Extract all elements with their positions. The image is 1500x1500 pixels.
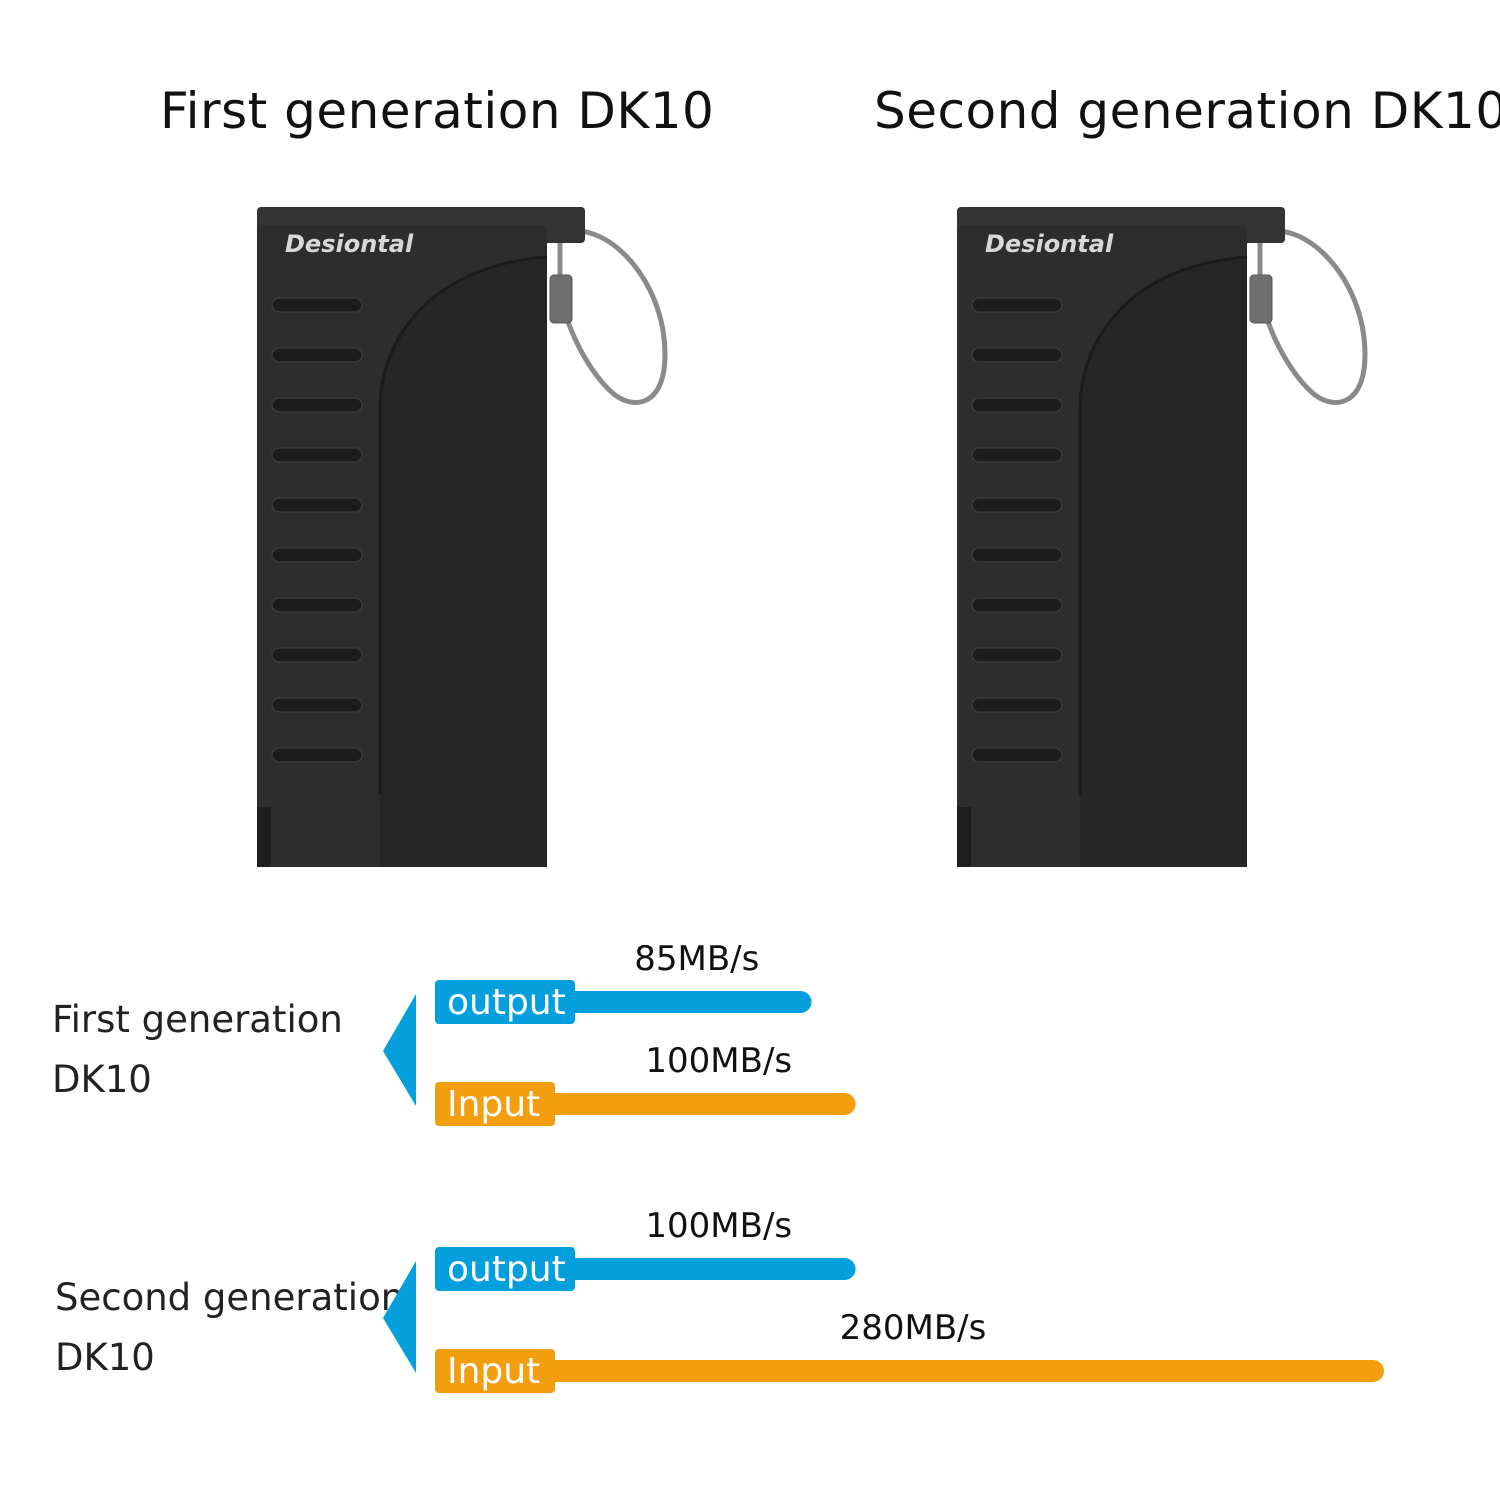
- data-label: 100MB/s: [645, 1206, 792, 1246]
- vent-slots: [971, 297, 1063, 763]
- series-label: Input: [447, 1084, 540, 1125]
- group-label-line: DK10: [52, 1058, 152, 1101]
- carabiner-icon: [549, 228, 668, 405]
- series-label: Input: [447, 1351, 540, 1392]
- carabiner-icon: [1249, 228, 1368, 405]
- brand-logo: Desiontal: [985, 230, 1114, 258]
- series-pill-output: [435, 1247, 575, 1291]
- group-label-second-generation: Second generation DK10: [55, 1268, 404, 1388]
- series-label: output: [447, 1249, 566, 1290]
- bracket-arrow-icon: [383, 994, 416, 1106]
- series-label: output: [447, 982, 566, 1023]
- product-title-first: First generation DK10: [160, 82, 715, 140]
- vent-slots: [271, 297, 363, 763]
- group-label-line: Second generation: [55, 1276, 405, 1319]
- series-pill-input: [435, 1082, 555, 1126]
- brand-logo: Desiontal: [285, 230, 414, 258]
- series-pill-output: [435, 980, 575, 1024]
- group-label-line: First generation: [52, 998, 343, 1041]
- group-label-first-generation: First generation DK10: [52, 990, 343, 1110]
- device-image-first-generation: Desiontal: [257, 207, 668, 867]
- bracket-arrow-icon: [383, 1261, 416, 1373]
- series-pill-input: [435, 1349, 555, 1393]
- device-image-second-generation: Desiontal: [957, 207, 1368, 867]
- product-title-second: Second generation DK10: [874, 82, 1500, 140]
- data-label: 85MB/s: [634, 939, 759, 979]
- data-label: 280MB/s: [840, 1308, 987, 1348]
- data-label: 100MB/s: [645, 1041, 792, 1081]
- group-label-line: DK10: [55, 1336, 155, 1379]
